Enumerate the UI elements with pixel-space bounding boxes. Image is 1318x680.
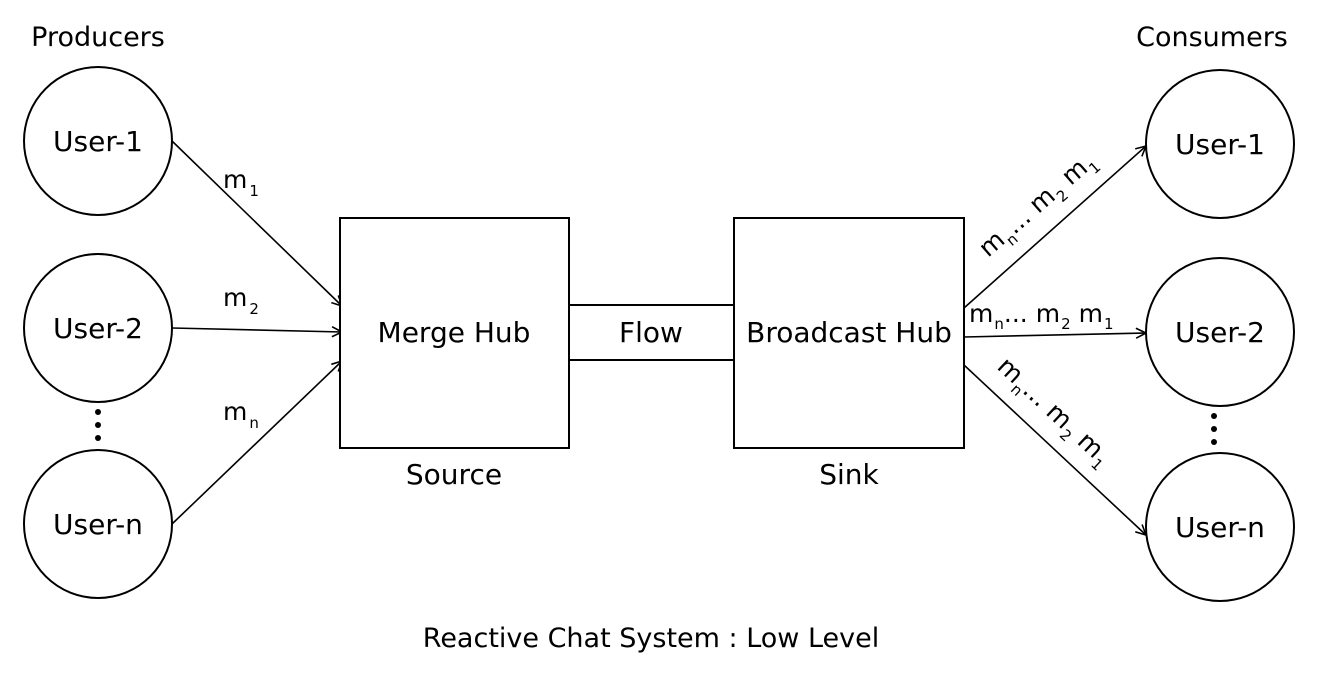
svg-text:mn...m2m1: mn...m2m1 [988,351,1117,474]
stream-label-lower: mn...m2m1 [988,351,1117,474]
consumers-heading: Consumers [1136,22,1288,53]
producer-user-n-node: User-n [23,449,173,599]
producer-user-1-label: User-1 [53,125,143,158]
svg-text:mn...m2m1: mn...m2m1 [973,146,1104,266]
producer-ellipsis-dots [95,409,101,441]
producer-n-arrow [171,361,342,525]
flow-label: Flow [619,316,683,349]
producers-heading: Producers [31,22,165,53]
producer-user-1-node: User-1 [23,66,173,216]
consumer-n-arrow [963,364,1146,535]
producer-user-2-label: User-2 [53,312,143,345]
flow-box: Flow [568,304,735,361]
consumer-user-2-label: User-2 [1175,316,1265,349]
consumer-1-arrow [963,146,1146,309]
consumer-ellipsis-dots [1211,413,1217,445]
consumer-2-arrow [963,333,1146,337]
svg-text:mn...m2m1: mn...m2m1 [969,299,1114,333]
source-caption: Source [406,458,502,491]
consumer-user-n-label: User-n [1175,511,1265,544]
consumer-user-1-label: User-1 [1175,128,1265,161]
consumer-user-2-node: User-2 [1145,257,1295,407]
merge-hub-box: Merge Hub [339,217,570,449]
broadcast-hub-box: Broadcast Hub [733,217,965,449]
stream-label-upper: mn...m2m1 [973,146,1104,266]
producer-2-arrow [171,328,342,332]
producer-1-arrow [171,140,342,306]
merge-hub-label: Merge Hub [378,316,531,349]
diagram-caption: Reactive Chat System : Low Level [423,623,879,654]
producer-user-n-label: User-n [53,508,143,541]
broadcast-hub-label: Broadcast Hub [746,316,952,349]
consumer-user-n-node: User-n [1145,452,1295,602]
consumer-user-1-node: User-1 [1145,69,1295,219]
producer-user-2-node: User-2 [23,253,173,403]
sink-caption: Sink [819,458,879,491]
